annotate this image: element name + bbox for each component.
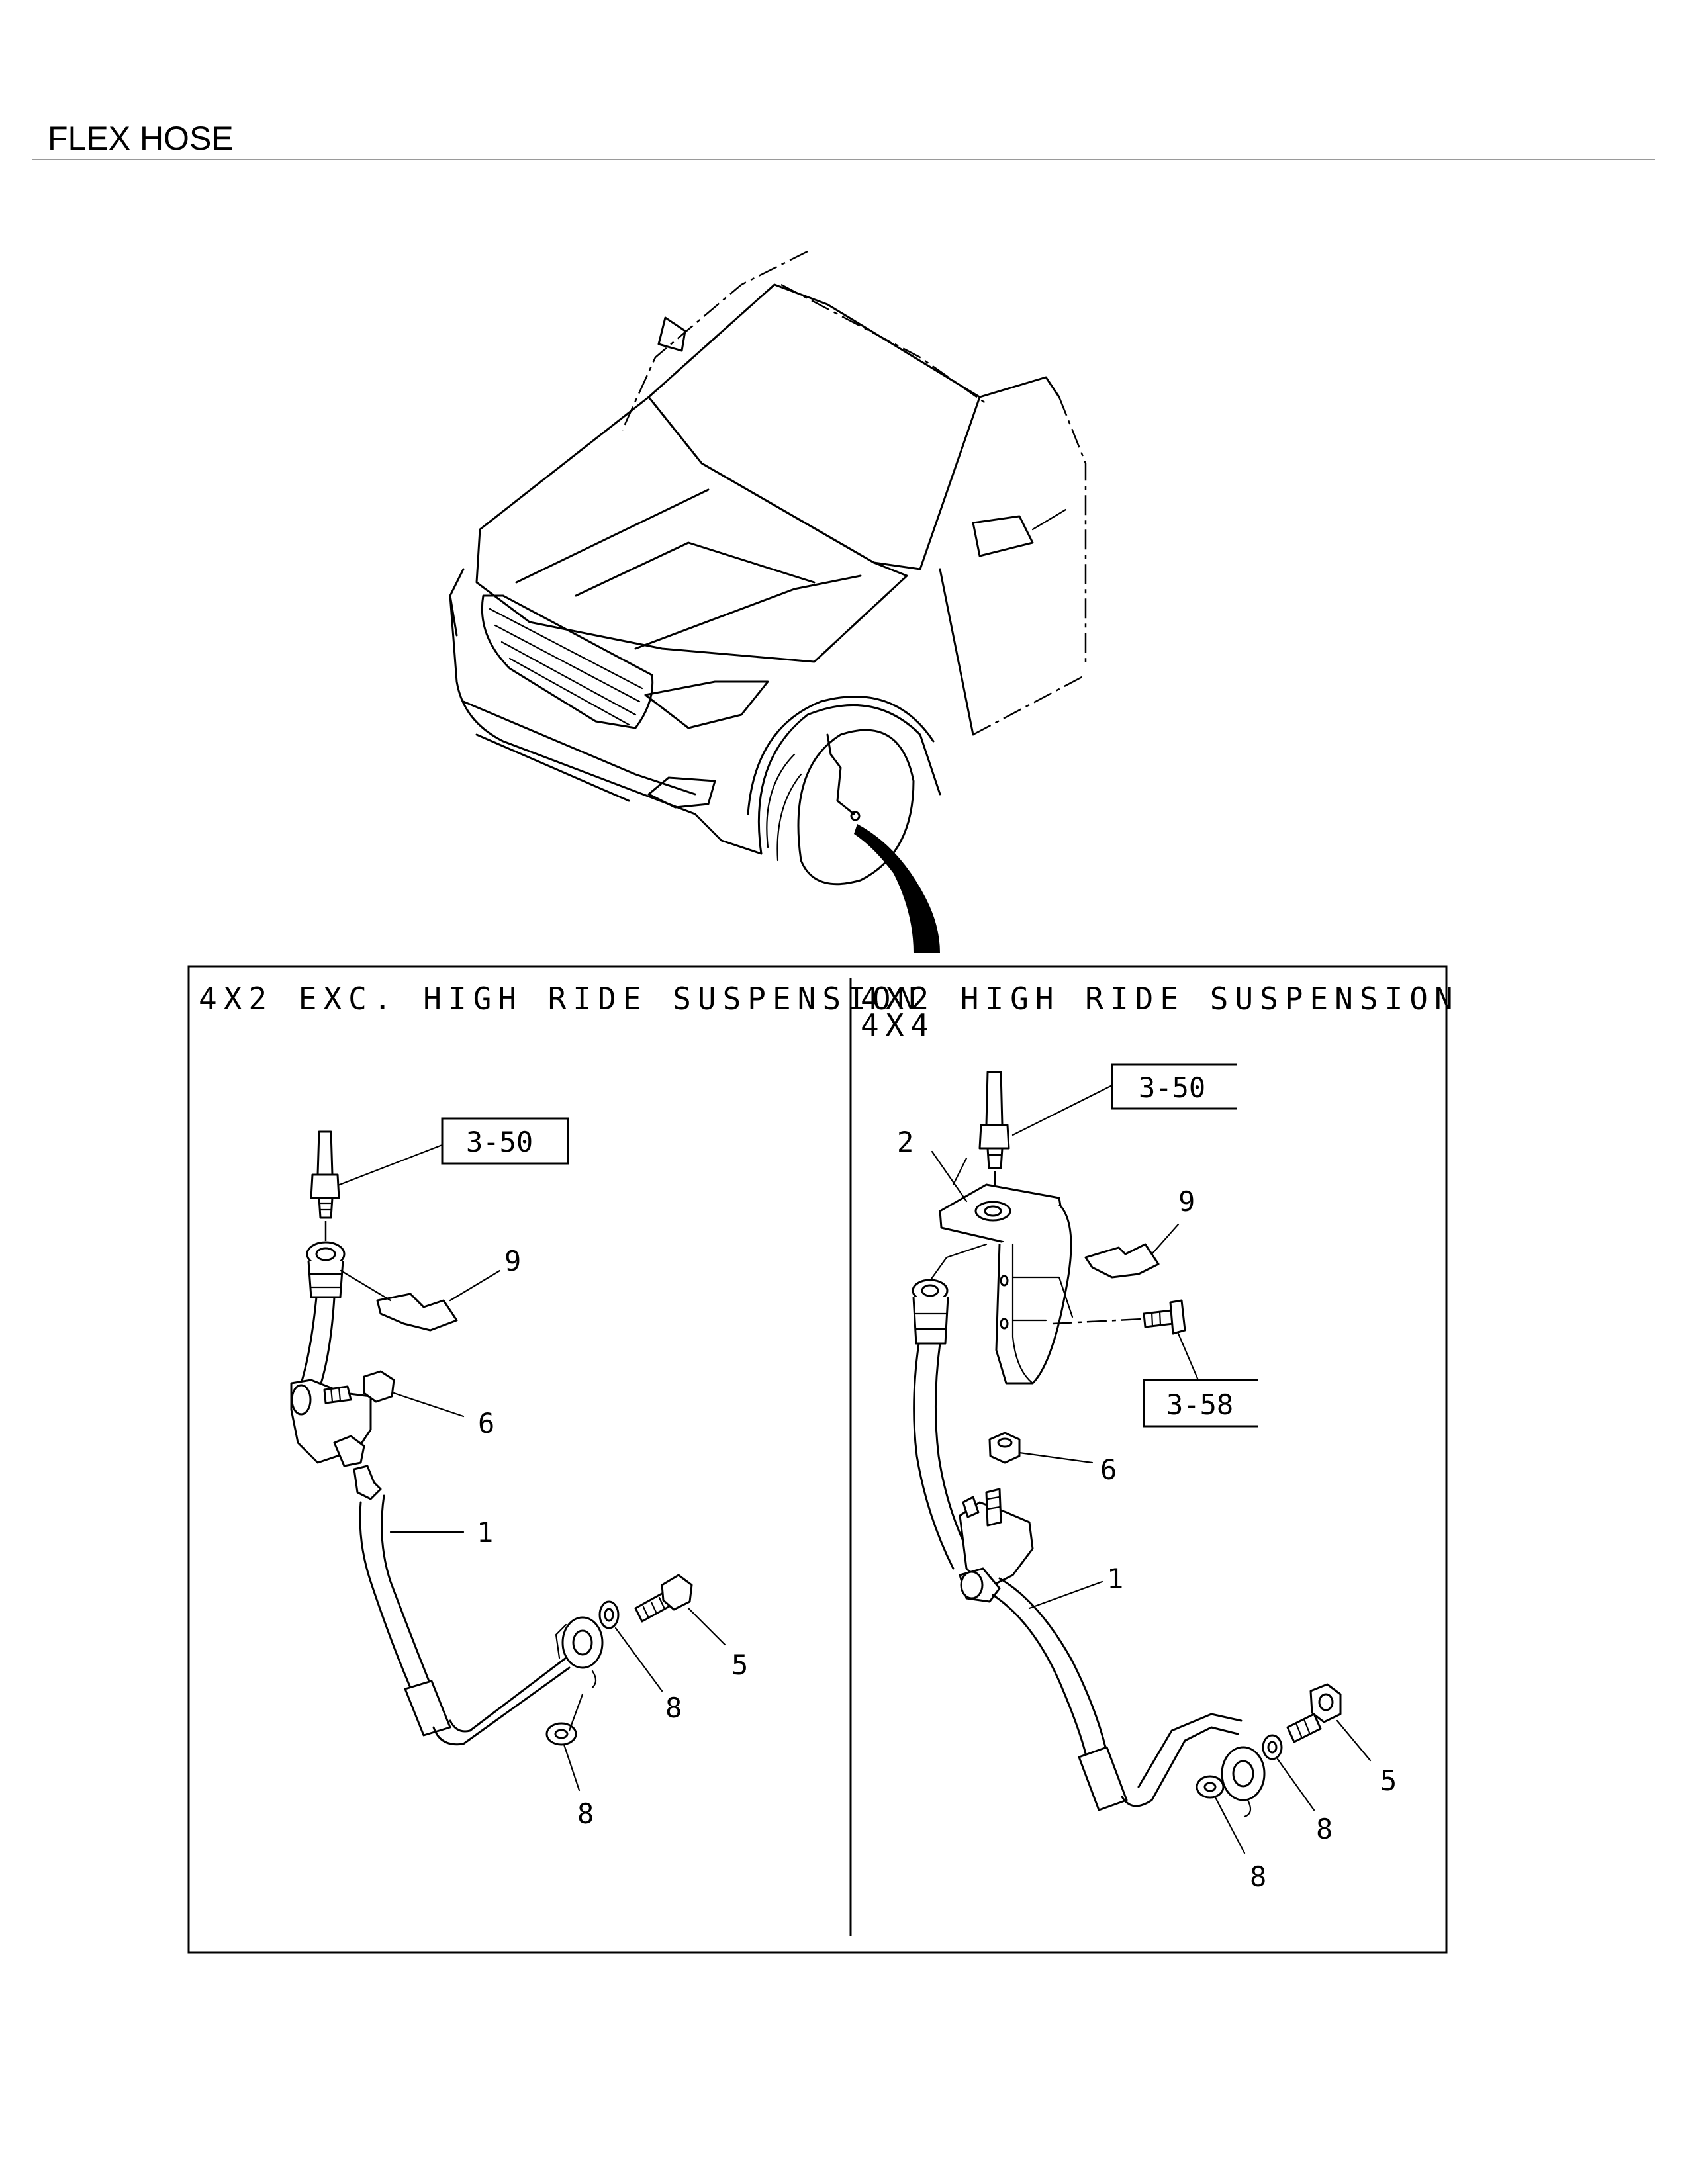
panel-left: 4X2 EXC. HIGH RIDE SUSPENSION 3-50 9 bbox=[199, 981, 922, 1830]
union-bolt-5-left bbox=[634, 1574, 693, 1623]
union-bolt-5-right bbox=[1286, 1683, 1342, 1743]
part-number-8a-right: 8 bbox=[1316, 1813, 1333, 1845]
hose-clip-left bbox=[376, 1293, 458, 1332]
part-number-9-right: 9 bbox=[1178, 1185, 1195, 1218]
panel-right: 4X2 HIGH RIDE SUSPENSION 4X4 3-50 2 bbox=[861, 981, 1460, 1893]
callout-3-50-left: 3-50 bbox=[466, 1126, 533, 1158]
hose-bracket-right bbox=[939, 1183, 1072, 1385]
hose-fitting-top-left bbox=[306, 1241, 346, 1298]
part-number-5-right: 5 bbox=[1380, 1764, 1397, 1797]
nut-left bbox=[363, 1370, 395, 1403]
part-number-6-left: 6 bbox=[478, 1407, 494, 1439]
banjo-fitting-left bbox=[555, 1616, 604, 1669]
part-number-9-left: 9 bbox=[504, 1245, 521, 1277]
hose-fitting-lower-right bbox=[1078, 1746, 1128, 1811]
title-divider bbox=[32, 159, 1655, 160]
part-number-2-right: 2 bbox=[897, 1126, 914, 1158]
page-title: FLEX HOSE bbox=[48, 120, 234, 157]
hose-fitting-lower-left bbox=[404, 1680, 451, 1737]
panel-left-title: 4X2 EXC. HIGH RIDE SUSPENSION bbox=[199, 981, 922, 1017]
part-number-6-right: 6 bbox=[1100, 1453, 1117, 1486]
part-number-8b-left: 8 bbox=[577, 1797, 594, 1830]
diagram-frame bbox=[187, 965, 1448, 1954]
union-bolt-left bbox=[310, 1130, 340, 1219]
part-number-1-right: 1 bbox=[1107, 1563, 1123, 1595]
callout-box-3-50-left bbox=[441, 1117, 569, 1165]
part-number-1-left: 1 bbox=[477, 1516, 493, 1549]
hose-fitting-top-right bbox=[912, 1279, 949, 1345]
panel-right-title-line1: 4X2 HIGH RIDE SUSPENSION bbox=[861, 981, 1460, 1017]
bracket-bolt-right bbox=[1143, 1299, 1186, 1335]
part-number-8b-right: 8 bbox=[1250, 1860, 1266, 1893]
banjo-fitting-right bbox=[1221, 1746, 1266, 1801]
callout-3-50-right: 3-50 bbox=[1139, 1071, 1205, 1104]
part-number-5-left: 5 bbox=[731, 1649, 748, 1681]
nut-right bbox=[988, 1432, 1021, 1464]
hose-clip-right bbox=[1084, 1243, 1160, 1279]
panel-right-title-line2: 4X4 bbox=[861, 1007, 935, 1043]
union-bolt-right bbox=[978, 1071, 1010, 1169]
vehicle-illustration bbox=[449, 250, 1087, 953]
part-number-8a-left: 8 bbox=[665, 1692, 682, 1724]
callout-3-58-right: 3-58 bbox=[1166, 1388, 1233, 1421]
